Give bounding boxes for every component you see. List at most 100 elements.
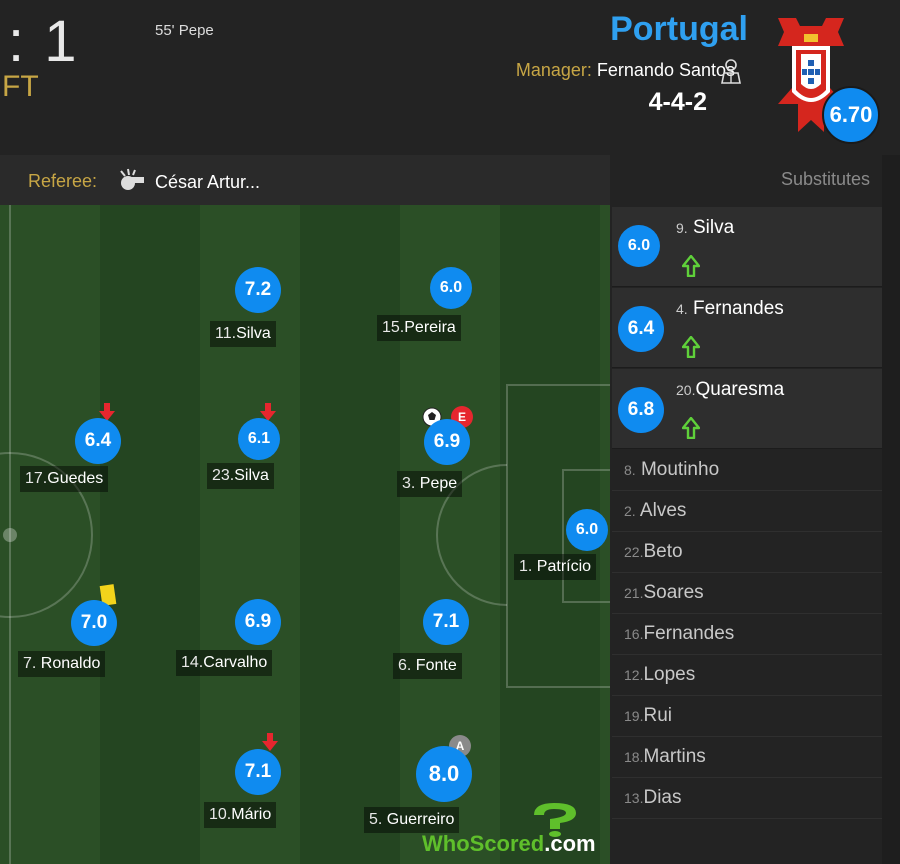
substituted-on-icon (682, 336, 700, 358)
player-number: 12. (624, 667, 644, 683)
substitute-bench-row[interactable]: 8. Moutinho (612, 450, 882, 491)
match-score: : 1 (8, 9, 79, 74)
formation: 4-4-2 (648, 88, 707, 116)
player-name-tag[interactable]: 17.Guedes (20, 466, 109, 492)
player-rating: 6.4 (75, 418, 121, 464)
player-rating: 6.1 (238, 418, 280, 460)
pitch-markings (0, 205, 610, 864)
player-name: Ronaldo (40, 655, 101, 672)
player-number: 19. (624, 708, 644, 724)
player-name: Fonte (415, 657, 457, 674)
player-name-tag[interactable]: 10.Mário (204, 802, 277, 828)
panel-edge (882, 155, 900, 864)
substituted-on-icon (682, 255, 700, 277)
substitute-bench-row[interactable]: 2. Alves (612, 491, 882, 532)
match-status: FT (2, 70, 39, 103)
player-name-tag[interactable]: 1. Patrício (514, 554, 597, 580)
substitute-name: 13.Dias (624, 787, 681, 809)
substitute-bench-row[interactable]: 19.Rui (612, 696, 882, 737)
whoscored-logo-icon (534, 803, 576, 837)
player-name-tag[interactable]: 23.Silva (207, 463, 274, 489)
substitute-name: 22.Beto (624, 541, 683, 563)
player-name: Fernandes (643, 623, 735, 644)
player-rating: 6.0 (430, 267, 472, 309)
substitute-bench-row[interactable]: 16.Fernandes (612, 614, 882, 655)
substitute-name: 20.Quaresma (676, 379, 784, 401)
substitute-name: 12.Lopes (624, 664, 695, 686)
player-rating: 6.0 (566, 509, 608, 551)
player-number: 15. (382, 319, 405, 336)
substitute-bench-row[interactable]: 12.Lopes (612, 655, 882, 696)
referee-name[interactable]: César Artur... (155, 172, 261, 192)
player-number: 11. (215, 325, 237, 342)
player-rating: 8.0 (416, 746, 472, 802)
player-name: Moutinho (640, 459, 720, 480)
player-name: Beto (643, 541, 683, 562)
player-name: Carvalho (203, 654, 268, 671)
player-number: 14. (181, 654, 204, 671)
whistle-icon (120, 168, 144, 190)
player-name: Mário (231, 806, 272, 823)
player-number: 16. (624, 626, 644, 642)
player-name-tag[interactable]: 15.Pereira (377, 315, 461, 341)
portugal-crest-icon (778, 18, 844, 132)
player-name-tag[interactable]: 14.Carvalho (176, 650, 273, 676)
player-number: 17. (25, 470, 48, 487)
player-number: 4. (676, 301, 688, 317)
substitute-bench-row[interactable]: 18.Martins (612, 737, 882, 778)
player-rating: 7.1 (235, 749, 281, 795)
substitute-used-row[interactable]: 6.4 4. Fernandes (612, 288, 882, 368)
player-rating: 7.0 (71, 600, 117, 646)
substitute-bench-row[interactable]: 21.Soares (612, 573, 882, 614)
player-number: 22. (624, 544, 644, 560)
player-name: Quaresma (695, 379, 785, 400)
manager-name: Fernando Santos (596, 60, 735, 80)
player-number: 1. (519, 558, 537, 575)
player-name: Silva (692, 217, 735, 238)
player-number: 8. (624, 462, 636, 478)
player-rating: 6.0 (618, 225, 660, 267)
player-name-tag[interactable]: 3. Pepe (397, 471, 463, 497)
match-header: : 1 FT 55' Pepe Portugal Manager: Fernan… (0, 0, 900, 152)
player-rating: 7.2 (235, 267, 281, 313)
substitutes-panel: Substitutes 6.0 9. Silva 6.4 4. Fernande… (612, 155, 882, 864)
player-number: 20. (676, 382, 696, 398)
player-rating: 7.1 (423, 599, 469, 645)
team-rating: 6.70 (822, 86, 880, 144)
player-number: 5. (369, 811, 387, 828)
player-name: Pepe (419, 475, 458, 492)
player-number: 23. (212, 467, 235, 484)
substituted-off-icon (99, 403, 115, 421)
player-name: Alves (639, 500, 687, 521)
player-number: 10. (209, 806, 232, 823)
substitute-used-row[interactable]: 6.0 9. Silva (612, 207, 882, 287)
player-name-tag[interactable]: 6. Fonte (393, 653, 462, 679)
substitute-name: 19.Rui (624, 705, 672, 727)
substitute-bench-row[interactable]: 22.Beto (612, 532, 882, 573)
substitute-bench-row[interactable]: 13.Dias (612, 778, 882, 819)
substitute-used-row[interactable]: 6.8 20.Quaresma (612, 369, 882, 449)
player-name: Silva (236, 325, 271, 342)
player-name: Guerreiro (386, 811, 455, 828)
team-name[interactable]: Portugal (610, 10, 748, 48)
player-number: 13. (624, 790, 644, 806)
substitute-name: 9. Silva (676, 217, 734, 239)
player-name-tag[interactable]: 5. Guerreiro (364, 807, 460, 833)
player-name: Silva (234, 467, 269, 484)
player-name-tag[interactable]: 7. Ronaldo (18, 651, 106, 677)
player-name: Rui (643, 705, 672, 726)
whoscored-wordmark: WhoScored.com (422, 831, 596, 857)
substituted-off-icon (262, 733, 278, 751)
manager-icon (721, 59, 741, 84)
whoscored-logo[interactable]: WhoScored.com (420, 801, 600, 861)
player-name-tag[interactable]: 11.Silva (210, 321, 276, 347)
player-name: Pereira (404, 319, 456, 336)
substitute-name: 2. Alves (624, 500, 686, 522)
player-number: 6. (398, 657, 416, 674)
whoscored-domain: .com (544, 831, 596, 856)
player-name: Martins (643, 746, 706, 767)
referee-bar: Referee: César Artur... (0, 155, 610, 205)
player-number: 3. (402, 475, 420, 492)
player-number: 18. (624, 749, 644, 765)
substitute-name: 8. Moutinho (624, 459, 719, 481)
